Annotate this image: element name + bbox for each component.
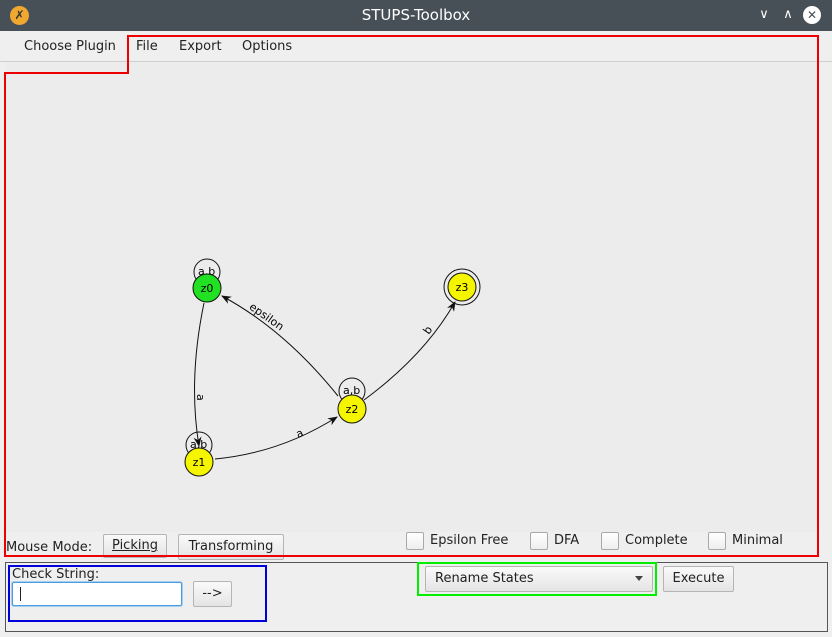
text-caret (20, 587, 21, 601)
automaton-canvas[interactable]: a,b a,b a,b a a epsilon b z0 z1 z2 (6, 62, 818, 532)
edge-label-z2-z0: epsilon (247, 300, 287, 333)
chevron-down-icon (635, 576, 643, 581)
automaton-graph[interactable]: a,b a,b a,b a a epsilon b z0 z1 z2 (6, 62, 818, 532)
state-label-z2: z2 (346, 403, 359, 416)
check-go-button[interactable]: --> (193, 581, 232, 607)
edge-z1-z2[interactable] (214, 416, 338, 460)
edge-label-z0-z1: a (194, 394, 207, 401)
mode-bar: Mouse Mode: Picking Transforming Epsilon… (0, 532, 832, 560)
checkbox-complete-label: Complete (625, 533, 688, 548)
menu-export[interactable]: Export (179, 39, 222, 54)
algorithm-select-value: Rename States (435, 571, 534, 586)
checkbox-epsilon-free-label: Epsilon Free (430, 533, 509, 548)
checkbox-minimal-label: Minimal (732, 533, 783, 548)
checkbox-dfa-label: DFA (554, 533, 580, 548)
execute-button[interactable]: Execute (663, 566, 734, 592)
x-logo-icon: ✗ (10, 6, 29, 25)
close-icon[interactable]: ✕ (803, 6, 821, 24)
state-z3[interactable]: z3 (443, 268, 481, 306)
state-z1[interactable]: z1 (184, 447, 214, 477)
state-z0[interactable]: z0 (192, 273, 222, 303)
checkbox-epsilon-free-box[interactable] (406, 532, 424, 550)
menu-options[interactable]: Options (242, 39, 293, 54)
menu-bar: Choose Plugin File Export Options (0, 31, 832, 62)
menu-file[interactable]: File (136, 39, 158, 54)
algorithm-select[interactable]: Rename States (425, 566, 653, 592)
state-z2[interactable]: z2 (337, 394, 367, 424)
check-string-label: Check String: (12, 567, 100, 582)
window-title: STUPS-Toolbox (361, 6, 471, 24)
edge-z0-z1[interactable] (193, 302, 205, 447)
state-label-z3: z3 (456, 281, 469, 294)
checkbox-complete-box[interactable] (601, 532, 619, 550)
edge-z2-z3[interactable] (363, 301, 456, 401)
picking-button[interactable]: Picking (103, 534, 167, 558)
menu-choose-plugin[interactable]: Choose Plugin (24, 39, 116, 54)
mouse-mode-label: Mouse Mode: (6, 540, 93, 555)
minimize-icon[interactable]: ∨ (759, 7, 769, 22)
transforming-button[interactable]: Transforming (178, 534, 284, 560)
checkbox-dfa-box[interactable] (530, 532, 548, 550)
state-label-z0: z0 (201, 282, 214, 295)
edge-z2-z0[interactable] (221, 295, 339, 397)
checkbox-minimal-box[interactable] (708, 532, 726, 550)
maximize-icon[interactable]: ∧ (783, 7, 793, 22)
check-string-input[interactable] (12, 582, 182, 606)
state-label-z1: z1 (193, 456, 206, 469)
title-bar: ✗ STUPS-Toolbox ∨ ∧ ✕ (0, 0, 832, 31)
